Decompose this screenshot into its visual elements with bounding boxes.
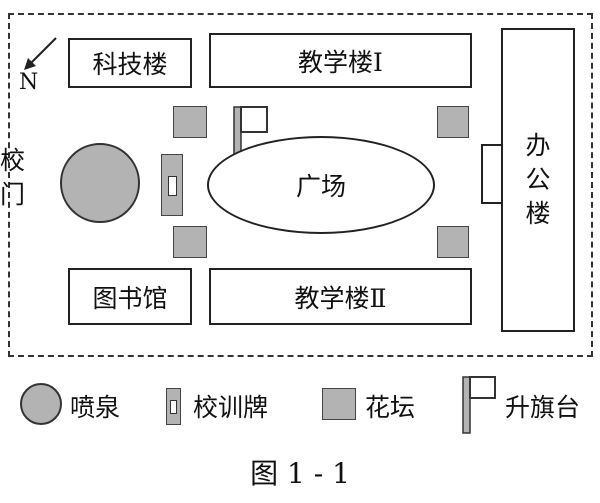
- legend-fountain-swatch: [20, 383, 62, 425]
- legend-motto-board-slot: [170, 400, 177, 414]
- legend-flower-bed-swatch: [322, 388, 356, 420]
- flower-bed: [173, 106, 207, 138]
- legend-motto-board-swatch: [166, 388, 181, 425]
- office-label-char-2: 公: [525, 165, 551, 194]
- office-building-label: 办 公 楼: [525, 129, 550, 231]
- library-label: 图书馆: [92, 283, 168, 313]
- flower-bed: [437, 106, 469, 138]
- plaza-label: 广场: [295, 172, 346, 201]
- teaching-building-1: 教学楼Ⅰ: [209, 33, 472, 88]
- flower-bed: [437, 226, 469, 258]
- teaching-building-1-label: 教学楼Ⅰ: [298, 47, 383, 77]
- legend-flag-platform-icon: [462, 376, 496, 434]
- north-label: N: [19, 70, 39, 95]
- office-label-char-1: 办: [525, 131, 551, 160]
- science-building-label: 科技楼: [92, 50, 168, 79]
- flower-bed: [173, 226, 207, 258]
- plaza: 广场: [207, 136, 435, 234]
- legend-fountain-label: 喷泉: [70, 393, 121, 422]
- gate-label-char-1: 校: [0, 146, 26, 175]
- legend-motto-board-label: 校训牌: [193, 393, 269, 422]
- gate-label-char-2: 门: [0, 180, 26, 209]
- motto-board-slot: [168, 176, 177, 196]
- north-arrow-icon: [24, 37, 57, 70]
- library-building: 图书馆: [68, 268, 192, 325]
- teaching-building-2-label: 教学楼Ⅱ: [294, 283, 387, 313]
- school-gate-label: 校 门: [0, 144, 26, 212]
- teaching-building-2: 教学楼Ⅱ: [209, 268, 472, 325]
- campus-boundary: [8, 13, 593, 357]
- motto-board: [161, 154, 183, 216]
- legend-flower-bed-label: 花坛: [365, 393, 416, 422]
- science-building: 科技楼: [68, 38, 192, 88]
- fountain: [60, 143, 140, 223]
- figure-caption: 图 1 - 1: [250, 457, 350, 490]
- office-building: 办 公 楼: [501, 28, 575, 332]
- office-annex: [481, 144, 503, 204]
- legend-flag-platform-label: 升旗台: [505, 393, 581, 422]
- office-label-char-3: 楼: [525, 199, 551, 228]
